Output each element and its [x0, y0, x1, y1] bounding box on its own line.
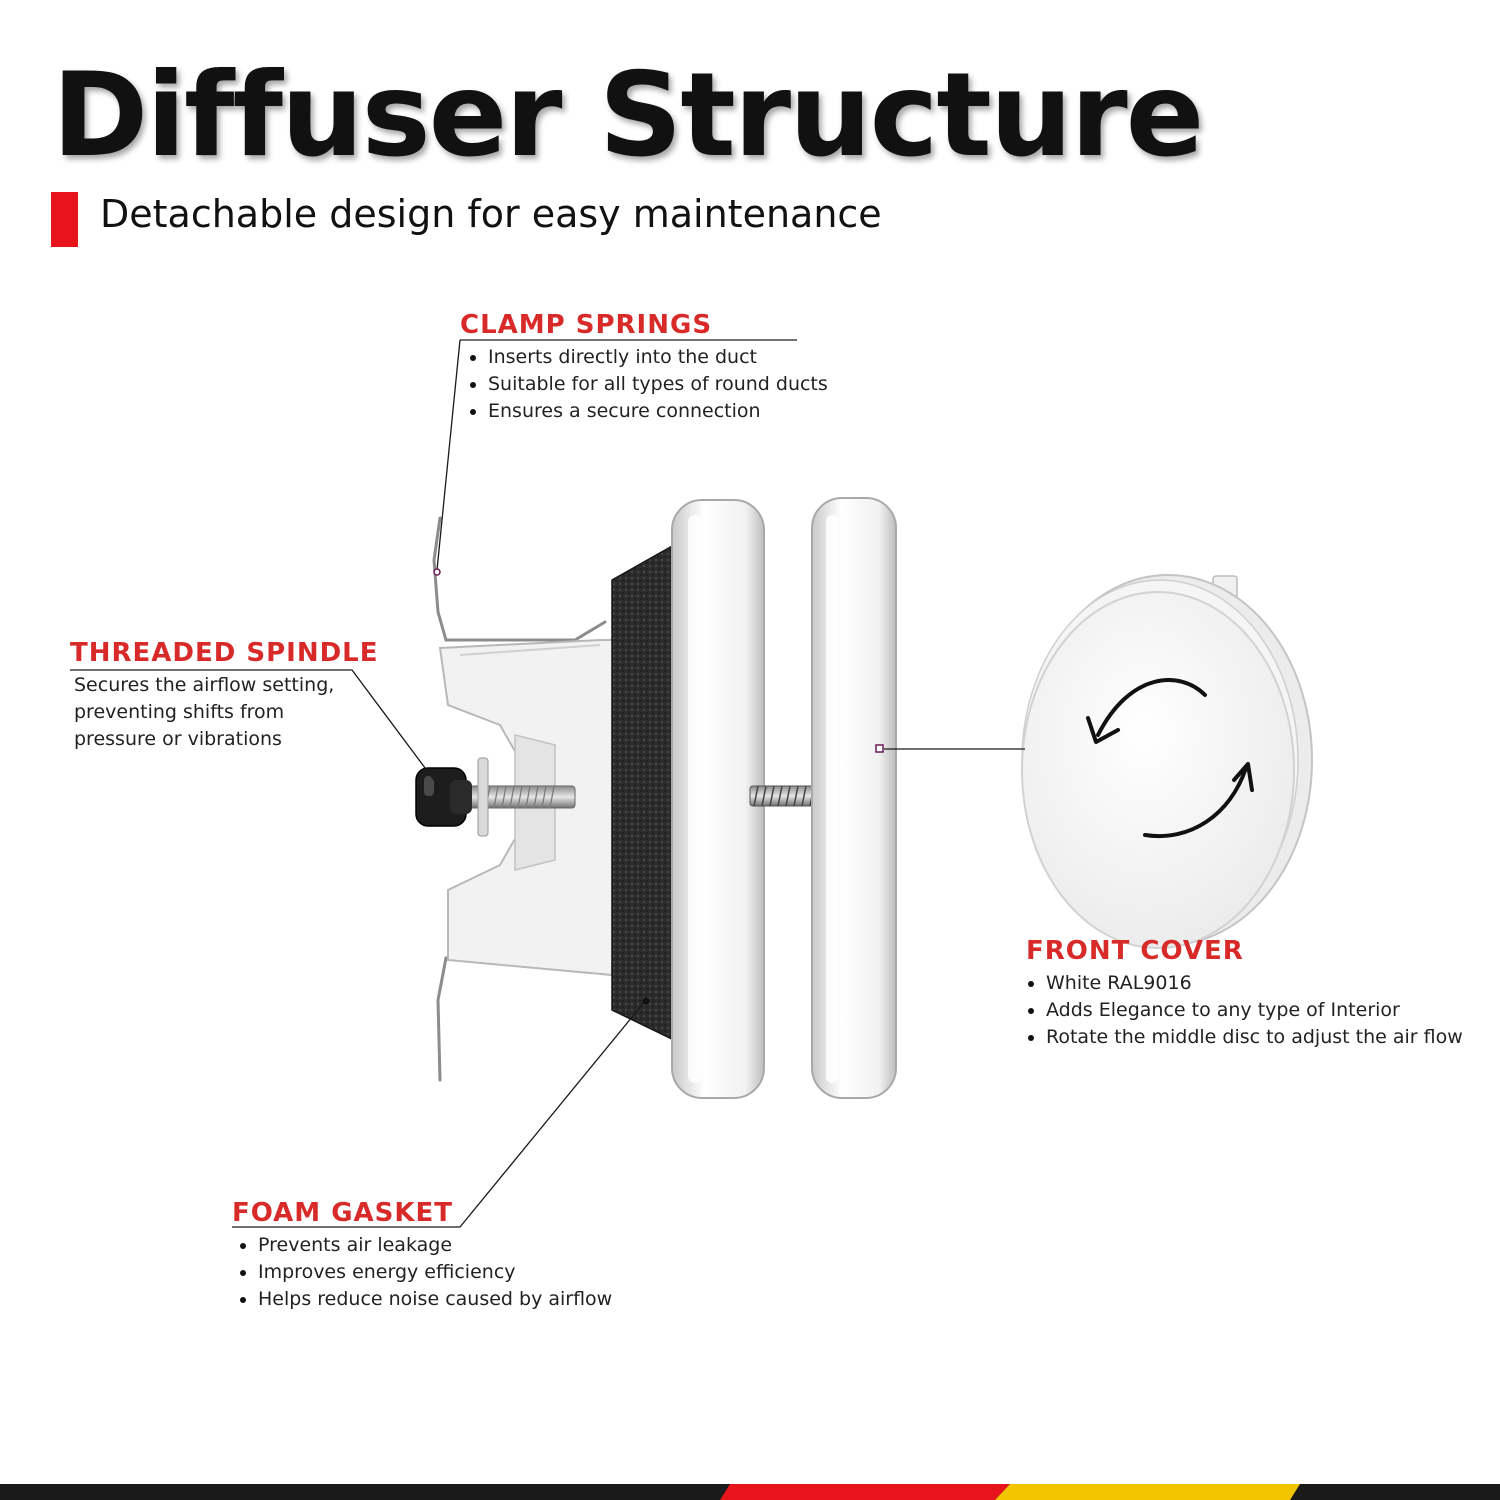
accent-bar [51, 192, 78, 247]
description-line: preventing shifts from [74, 701, 285, 723]
list-item: Inserts directly into the duct [460, 344, 828, 371]
leader-lines [70, 339, 1025, 1228]
callout-title: CLAMP SPRINGS [460, 310, 713, 340]
callout-title: FRONT COVER [1026, 936, 1244, 966]
list-item: Suitable for all types of round ducts [460, 371, 828, 398]
list-item: White RAL9016 [1018, 970, 1463, 997]
callout-clamp-springs: CLAMP SPRINGS Inserts directly into the … [460, 312, 828, 425]
callout-foam-gasket: FOAM GASKET Prevents air leakage Improve… [230, 1200, 612, 1313]
rotate-arrows-icon [1086, 678, 1254, 839]
page-title: Diffuser Structure [52, 48, 1204, 183]
bullet-list: Prevents air leakage Improves energy eff… [230, 1232, 612, 1313]
bullet-list: Inserts directly into the duct Suitable … [460, 344, 828, 425]
list-item: Improves energy efficiency [230, 1259, 612, 1286]
description-line: pressure or vibrations [74, 728, 282, 750]
list-item: Ensures a secure connection [460, 398, 828, 425]
callout-title: THREADED SPINDLE [70, 638, 379, 668]
list-item: Prevents air leakage [230, 1232, 612, 1259]
list-item: Adds Elegance to any type of Interior [1018, 997, 1463, 1024]
bottom-color-stripe [0, 1484, 1500, 1500]
foam-gasket-shape [611, 543, 675, 1042]
front-cover-face [1021, 574, 1313, 949]
list-item: Rotate the middle disc to adjust the air… [1018, 1024, 1463, 1051]
outer-disc [811, 497, 897, 1099]
page-subtitle: Detachable design for easy maintenance [100, 192, 882, 236]
callout-front-cover: FRONT COVER White RAL9016 Adds Elegance … [1018, 938, 1463, 1051]
callout-title: FOAM GASKET [232, 1198, 454, 1228]
callout-threaded-spindle: THREADED SPINDLE Secures the airflow set… [70, 640, 379, 753]
description-line: Secures the airflow setting, [74, 674, 335, 696]
bullet-list: White RAL9016 Adds Elegance to any type … [1018, 970, 1463, 1051]
list-item: Helps reduce noise caused by airflow [230, 1286, 612, 1313]
spindle-rear [454, 785, 576, 809]
